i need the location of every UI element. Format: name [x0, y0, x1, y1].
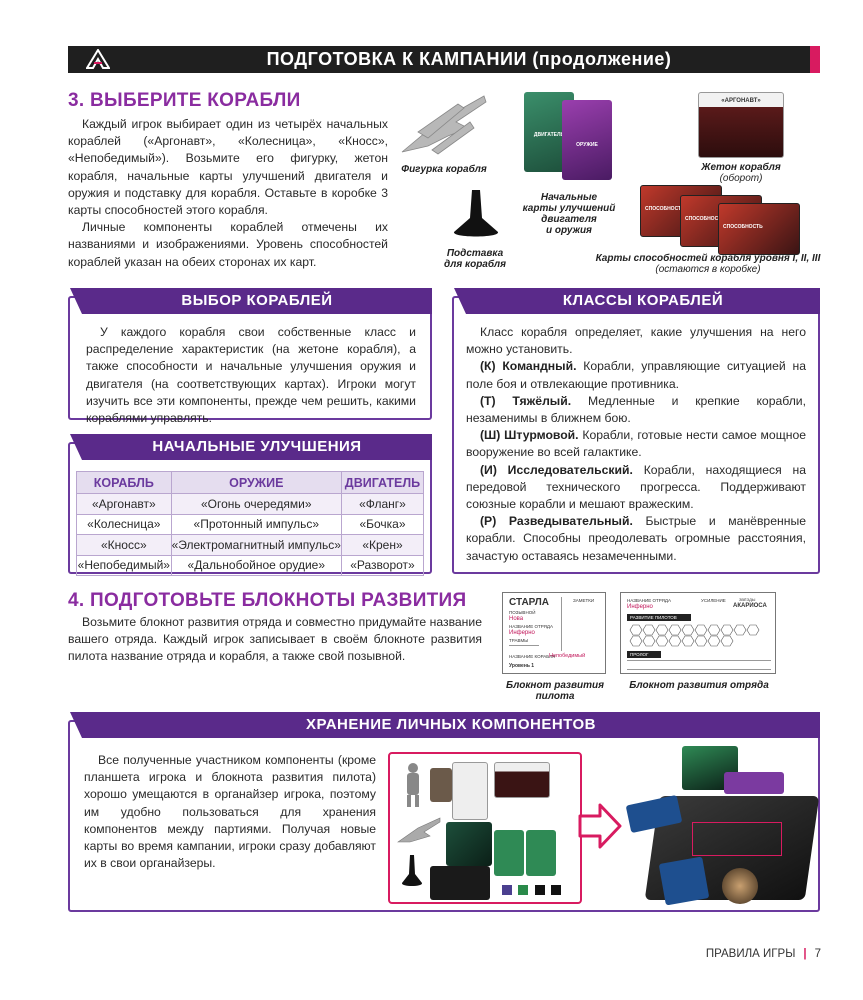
table-cell: «Электромагнитный импульс» [170, 534, 342, 556]
table-row: «Кносс» «Электромагнитный импульс» «Крен… [76, 534, 425, 556]
table-cell: «Колесница» [76, 513, 172, 535]
hex-grid-icon [629, 624, 760, 647]
organizer-contents-image [388, 752, 582, 904]
starting-cards-caption: Начальные карты улучшений двигателя и ор… [522, 192, 616, 236]
table-cell: «Аргонавт» [76, 493, 172, 515]
ship-stand-caption: Подставка для корабля [443, 248, 507, 270]
table-header-row: КОРАБЛЬ ОРУЖИЕ ДВИГАТЕЛЬ [76, 471, 425, 494]
choose-ships-box: ВЫБОР КОРАБЛЕЙ У каждого корабля свои со… [68, 288, 432, 425]
section-3-paragraph-2: Личные компоненты кораблей отмечены их н… [68, 220, 388, 269]
table-row: «Непобедимый» «Дальнобойное орудие» «Раз… [76, 554, 425, 576]
ship-token-image: «АРГОНАВТ» [698, 92, 784, 158]
pilot-notebook-caption: Блокнот развития пилота [505, 680, 605, 702]
pilot-notebook-image: СТАРЛА ПОЗЫВНОЙ Нова НАЗВАНИЕ ОТРЯДА Инф… [502, 592, 606, 674]
storage-box: ХРАНЕНИЕ ЛИЧНЫХ КОМПОНЕНТОВ Все полученн… [68, 712, 820, 912]
weapon-card-image: ОРУЖИЕ [562, 100, 612, 180]
section-3-title: 3. ВЫБЕРИТЕ КОРАБЛИ [68, 90, 301, 111]
starting-upgrades-title: НАЧАЛЬНЫЕ УЛУЧШЕНИЯ [70, 434, 432, 460]
ship-classes-title: КЛАССЫ КОРАБЛЕЙ [454, 288, 820, 314]
squad-notebook-caption: Блокнот развития отряда [629, 680, 769, 691]
column-header-weapon: ОРУЖИЕ [170, 471, 342, 494]
column-header-engine: ДВИГАТЕЛЬ [340, 471, 425, 494]
ship-class-assault: (Ш) Штурмовой. Корабли, готовые нести са… [466, 428, 807, 460]
table-cell: «Крен» [340, 534, 425, 556]
footer-divider: | [803, 948, 807, 960]
logo-icon [86, 49, 110, 69]
column-header-ship: КОРАБЛЬ [76, 471, 172, 494]
ship-classes-intro: Класс корабля определяет, какие улучшени… [466, 325, 806, 357]
table-cell: «Непобедимый» [76, 554, 172, 576]
table-cell: «Дальнобойное орудие» [170, 554, 342, 576]
pilot-miniature-icon [407, 763, 419, 807]
section-4-text: Возьмите блокнот развития отряда и совме… [68, 615, 482, 664]
table-row: «Колесница» «Протонный импульс» «Бочка» [76, 513, 425, 535]
ship-classes-box: КЛАССЫ КОРАБЛЕЙ Класс корабля определяет… [452, 288, 820, 574]
ship-class-command: (К) Командный. Корабли, управляющие ситу… [466, 359, 806, 391]
table-cell: «Разворот» [340, 554, 425, 576]
ship-figure-small-icon [397, 817, 441, 843]
table-cell: «Кносс» [76, 534, 172, 556]
section-4-title: 4. ПОДГОТОВЬТЕ БЛОКНОТЫ РАЗВИТИЯ [68, 590, 467, 611]
organizer-box-image [622, 742, 820, 910]
squad-notebook-image: НАЗВАНИЕ ОТРЯДА Инферно УСИЛЕНИЕ ЗВЁЗДЫ … [620, 592, 776, 674]
starting-upgrades-box: НАЧАЛЬНЫЕ УЛУЧШЕНИЯ КОРАБЛЬ ОРУЖИЕ ДВИГА… [68, 434, 432, 576]
ship-class-research: (И) Исследовательский. Корабли, находящи… [466, 462, 806, 512]
ship-stand-small-icon [401, 855, 423, 886]
table-cell: «Бочка» [340, 513, 425, 535]
ship-class-heavy: (Т) Тяжёлый. Медленные и крепкие корабли… [466, 393, 806, 426]
ship-stand-image [453, 190, 499, 237]
choose-ships-text: У каждого корабля свои собственные класс… [86, 325, 416, 426]
section-3-text: Каждый игрок выбирает один из четырёх на… [68, 116, 388, 271]
ship-class-scout: (Р) Разведывательный. Быстрые и манёврен… [466, 514, 806, 563]
page-header: ПОДГОТОВКА К КАМПАНИИ (продолжение) [68, 46, 820, 73]
storage-text: Все полученные участником компоненты (кр… [84, 753, 376, 871]
page-number: 7 [814, 948, 821, 960]
table-row: «Аргонавт» «Огонь очередями» «Фланг» [76, 493, 425, 515]
ability-card-3-image: СПОСОБНОСТЬ [718, 203, 800, 255]
starting-upgrades-table: КОРАБЛЬ ОРУЖИЕ ДВИГАТЕЛЬ «Аргонавт» «Ого… [76, 471, 425, 576]
arrow-right-icon [578, 803, 622, 849]
choose-ships-title: ВЫБОР КОРАБЛЕЙ [70, 288, 432, 314]
ship-figure-image [401, 95, 487, 155]
section-3-paragraph-1: Каждый игрок выбирает один из четырёх на… [68, 117, 388, 218]
page-title: ПОДГОТОВКА К КАМПАНИИ (продолжение) [266, 49, 672, 69]
ship-token-caption: Жетон корабля (оборот) [701, 162, 781, 184]
footer-label: ПРАВИЛА ИГРЫ [705, 948, 796, 960]
table-cell: «Фланг» [340, 493, 425, 515]
storage-title: ХРАНЕНИЕ ЛИЧНЫХ КОМПОНЕНТОВ [70, 712, 820, 738]
table-cell: «Огонь очередями» [170, 493, 342, 515]
page-footer: ПРАВИЛА ИГРЫ | 7 [706, 948, 821, 960]
table-cell: «Протонный импульс» [170, 513, 342, 535]
ability-cards-caption: Карты способностей корабля уровня I, II,… [595, 253, 821, 275]
ship-figure-caption: Фигурка корабля [401, 164, 487, 175]
